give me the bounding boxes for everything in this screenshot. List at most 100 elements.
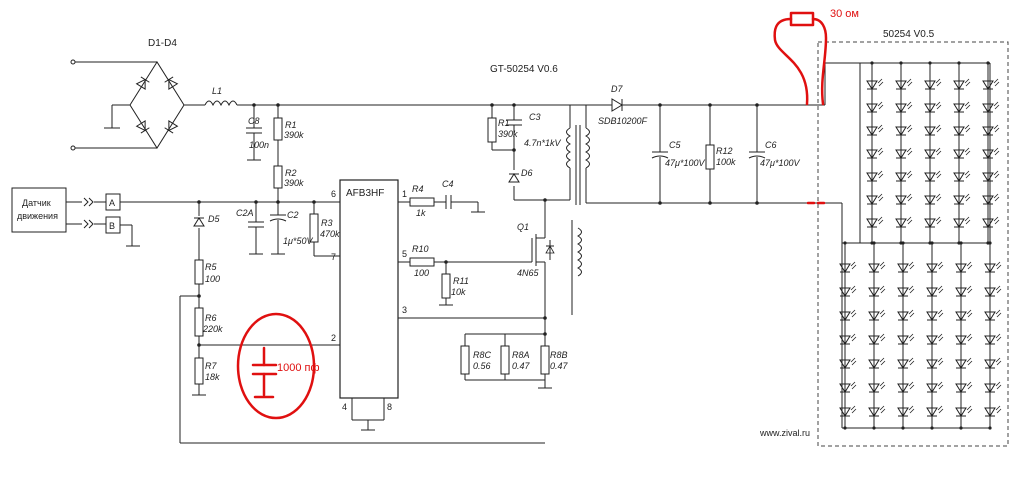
- resistor-r12: [705, 103, 715, 205]
- ac-input: [70, 59, 157, 151]
- sensor-label-line1: Датчик: [22, 198, 51, 208]
- led-board-label: 50254 V0.5: [883, 29, 935, 40]
- capacitor-c8: [246, 103, 262, 161]
- transformer: [545, 104, 590, 315]
- junction-dot: [872, 426, 876, 430]
- ic-pin-3: 3: [402, 305, 407, 315]
- c5-value: 47μ*100V: [665, 158, 705, 168]
- motion-sensor-block: [11, 187, 330, 247]
- led: [955, 285, 973, 297]
- led: [955, 405, 973, 417]
- led: [926, 285, 944, 297]
- d6-label: D6: [521, 168, 533, 178]
- c8-label: C8: [248, 116, 260, 126]
- led: [955, 333, 973, 345]
- ic-pin-2: 2: [331, 333, 336, 343]
- led: [924, 170, 942, 182]
- led: [984, 309, 1002, 321]
- led: [868, 261, 886, 273]
- website-label: www.zival.ru: [759, 428, 810, 438]
- led: [868, 357, 886, 369]
- junction-dot: [843, 241, 847, 245]
- led: [926, 333, 944, 345]
- led: [924, 147, 942, 159]
- led: [866, 170, 884, 182]
- led: [868, 405, 886, 417]
- r2-value: 390k: [284, 178, 304, 188]
- led-board-wiring: [808, 62, 991, 429]
- junction-dot: [988, 426, 992, 430]
- l1-label: L1: [212, 86, 222, 96]
- r4-c4-network: [409, 195, 485, 213]
- led: [982, 193, 1000, 205]
- led: [895, 170, 913, 182]
- current-sense-resistors: [460, 316, 552, 389]
- sensor-label-line2: движения: [17, 211, 58, 221]
- led: [866, 124, 884, 136]
- gate-drive-network: [409, 257, 532, 306]
- led: [926, 405, 944, 417]
- c5-label: C5: [669, 140, 681, 150]
- led: [897, 285, 915, 297]
- c3-label: C3: [529, 112, 541, 122]
- d7-label: D7: [611, 84, 623, 94]
- r12-value: 100k: [716, 157, 736, 167]
- led: [868, 285, 886, 297]
- led: [953, 101, 971, 113]
- led: [897, 405, 915, 417]
- led: [953, 124, 971, 136]
- ic-pin-4: 4: [342, 402, 347, 412]
- led: [924, 124, 942, 136]
- led: [955, 261, 973, 273]
- capacitor-c5: [651, 103, 669, 205]
- c4-label: C4: [442, 179, 454, 189]
- junction-dot: [843, 426, 847, 430]
- r7-label: R7: [205, 361, 217, 371]
- r1b-label: R1: [498, 118, 510, 128]
- led: [926, 357, 944, 369]
- r4-label: R4: [412, 184, 424, 194]
- r11-label: R11: [453, 276, 469, 286]
- ic-pin-5: 5: [402, 249, 407, 259]
- led: [897, 381, 915, 393]
- led: [868, 333, 886, 345]
- r10-label: R10: [412, 244, 429, 254]
- junction-dot: [901, 241, 905, 245]
- led: [955, 357, 973, 369]
- led: [866, 193, 884, 205]
- led: [953, 216, 971, 228]
- bridge-rectifier: [104, 61, 205, 149]
- ic-pin-1: 1: [402, 189, 407, 199]
- junction-dot: [959, 241, 963, 245]
- r3-label: R3: [321, 218, 333, 228]
- r5-label: R5: [205, 262, 217, 272]
- modification-resistor-label: 30 ом: [830, 8, 859, 20]
- led: [955, 381, 973, 393]
- led: [866, 147, 884, 159]
- capacitor-c2: [269, 200, 287, 255]
- led: [866, 216, 884, 228]
- led: [953, 170, 971, 182]
- r8b-value: 0.47: [550, 361, 569, 371]
- inductor-l1: [204, 100, 600, 107]
- led: [895, 124, 913, 136]
- r10-value: 100: [414, 268, 429, 278]
- d7-value: SDB10200F: [598, 116, 648, 126]
- r1-value: 390k: [284, 130, 304, 140]
- pin-a-label: A: [109, 198, 115, 208]
- ic-pin-8: 8: [387, 402, 392, 412]
- led: [955, 309, 973, 321]
- r1b-value: 390k: [498, 129, 518, 139]
- r5-value: 100: [205, 274, 220, 284]
- led: [926, 261, 944, 273]
- diode-d7: [586, 98, 808, 112]
- led: [984, 261, 1002, 273]
- led: [984, 381, 1002, 393]
- sensor-divider-chain: [179, 200, 545, 444]
- led: [984, 333, 1002, 345]
- board-label: GT-50254 V0.6: [490, 64, 558, 75]
- ic-afb3hf: [330, 179, 545, 431]
- r8c-value: 0.56: [473, 361, 491, 371]
- led: [866, 78, 884, 90]
- led: [895, 193, 913, 205]
